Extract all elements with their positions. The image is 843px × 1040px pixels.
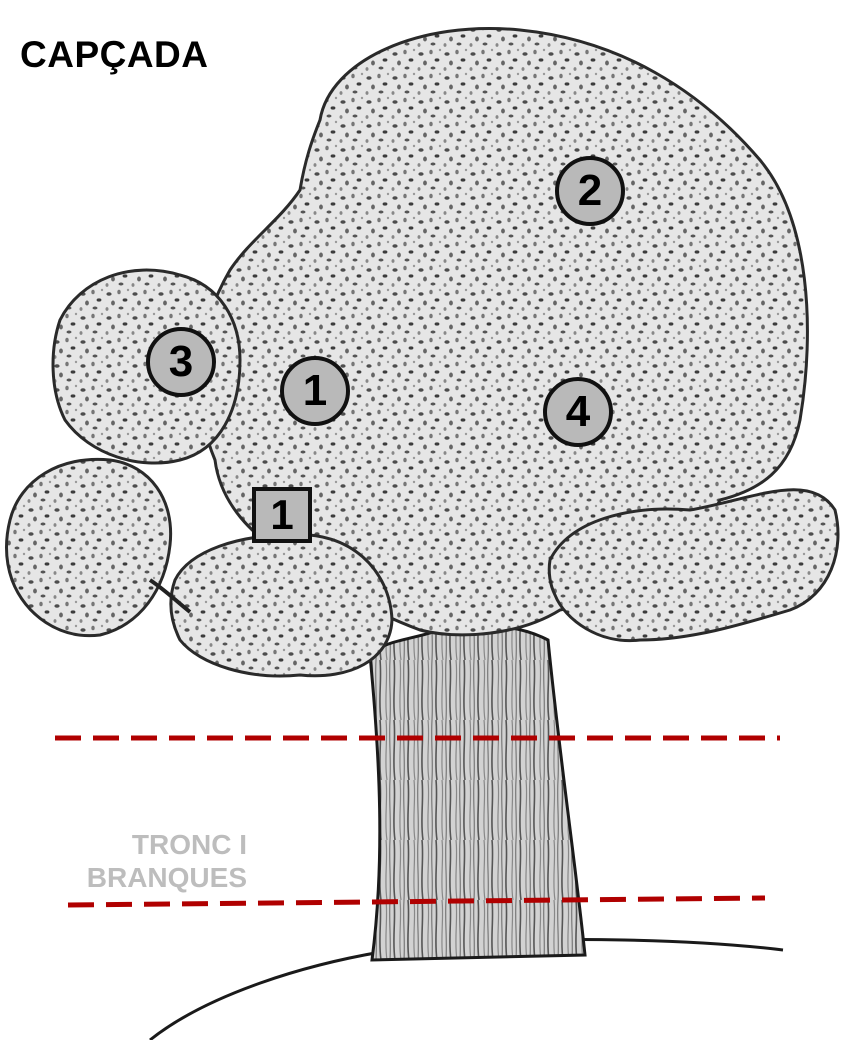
crown-left-lower xyxy=(6,459,170,635)
trunk xyxy=(370,625,585,960)
marker-3-circle: 3 xyxy=(146,327,216,397)
trunk-label-line-1: TRONC I xyxy=(87,828,247,861)
marker-1-circle: 1 xyxy=(280,356,350,426)
marker-2-circle: 2 xyxy=(555,156,625,226)
marker-4-circle: 4 xyxy=(543,377,613,447)
trunk-branches-label: TRONC I BRANQUES xyxy=(87,828,247,894)
crown-lower-middle xyxy=(171,535,392,676)
marker-1-square: 1 xyxy=(252,487,312,543)
crown-label: CAPÇADA xyxy=(20,34,209,76)
trunk-label-line-2: BRANQUES xyxy=(87,861,247,894)
lower-boundary-line xyxy=(68,898,765,905)
